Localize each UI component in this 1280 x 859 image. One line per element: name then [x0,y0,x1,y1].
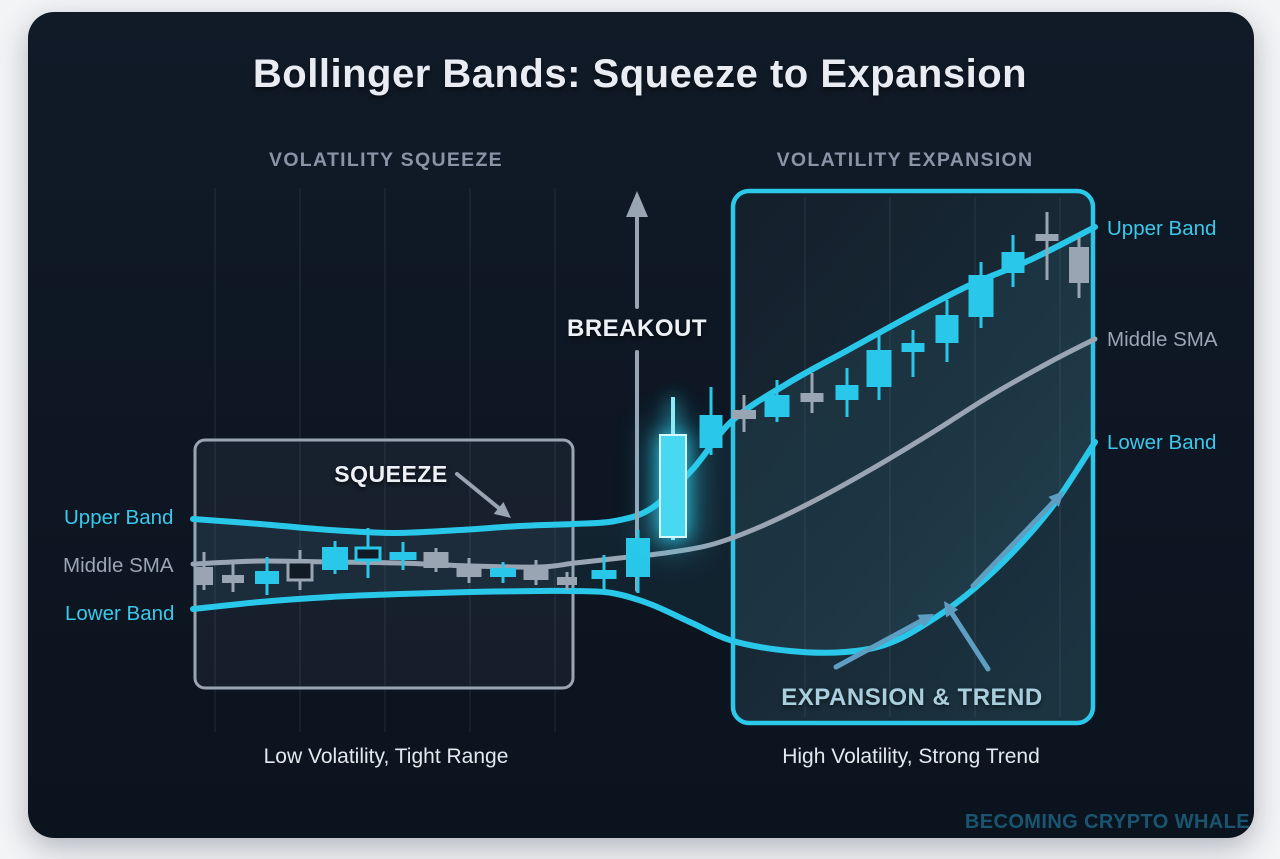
lower-band-line [190,439,1098,656]
right-middle-sma-label: Middle SMA [1107,328,1218,351]
expansion-trend-arrow [833,614,934,670]
candle-body [423,552,449,568]
squeeze-pointer-arrow [455,472,511,518]
candle [490,562,516,583]
squeeze-annotation: SQUEEZE [334,461,448,487]
candle-body [523,567,549,580]
candle-body [1001,252,1025,273]
candle [901,330,925,377]
candle-body [699,415,723,448]
band-envelope-fill [193,227,1095,652]
candle-body [1069,247,1089,283]
candle-body [935,315,959,343]
candle [322,541,348,574]
candle-body [1035,234,1059,241]
candle [222,560,244,592]
candle [935,300,959,362]
candle-body [968,275,994,317]
candle-body [222,575,244,583]
candle-body [659,434,687,538]
candle-body [764,395,790,417]
candle-body [195,567,213,585]
page-title: Bollinger Bands: Squeeze to Expansion [252,52,1028,96]
candle-body [389,552,417,560]
candle-body [557,577,577,585]
candle-body [490,568,516,577]
candle [968,262,994,328]
expansion-caption: High Volatility, Strong Trend [782,745,1040,768]
candle [456,558,482,583]
candle-body [732,410,756,419]
candle [523,560,549,585]
expansion-trend-arrow [970,491,1064,589]
candle [255,557,279,595]
watermark: BECOMING CRYPTO WHALE [964,811,1250,833]
candle-body [901,343,925,352]
candle [195,552,213,590]
candle [626,530,650,593]
candle-body [286,560,314,582]
candle [557,572,577,590]
candle [1069,237,1089,298]
candle-body [322,547,348,570]
candle [423,548,449,572]
candle [354,528,382,578]
middle-sma-line [190,336,1098,570]
right-lower-band-label: Lower Band [1107,431,1217,454]
candle-body [866,350,892,387]
expansion-trend-annotation: EXPANSION & TREND [781,684,1043,711]
breakout-candle [654,397,692,545]
candle [800,373,824,413]
candle [389,542,417,570]
candle [732,395,756,432]
squeeze-section-header: VOLATILITY SQUEEZE [269,149,503,171]
candle [835,368,859,417]
right-upper-band-label: Upper Band [1107,217,1217,240]
candle-body [626,538,650,577]
candle-body [591,570,617,579]
candle [1035,212,1059,280]
candle [699,387,723,455]
expansion-section-header: VOLATILITY EXPANSION [776,149,1034,171]
candle-body [354,546,382,562]
candle [866,335,892,400]
candle [591,555,617,592]
candle [764,380,790,422]
candle-body [800,393,824,402]
breakout-annotation: BREAKOUT [567,315,707,342]
candle-body [456,565,482,577]
expansion-trend-arrow [944,601,991,672]
expansion-box [730,188,1096,726]
left-lower-band-label: Lower Band [65,602,175,625]
candle [1001,235,1025,287]
left-middle-sma-label: Middle SMA [63,554,174,577]
left-upper-band-label: Upper Band [64,506,174,529]
candle-body [255,571,279,584]
breakout-arrow-head [626,191,648,217]
squeeze-caption: Low Volatility, Tight Range [263,745,509,768]
candle-body [835,385,859,400]
candle [286,550,314,590]
